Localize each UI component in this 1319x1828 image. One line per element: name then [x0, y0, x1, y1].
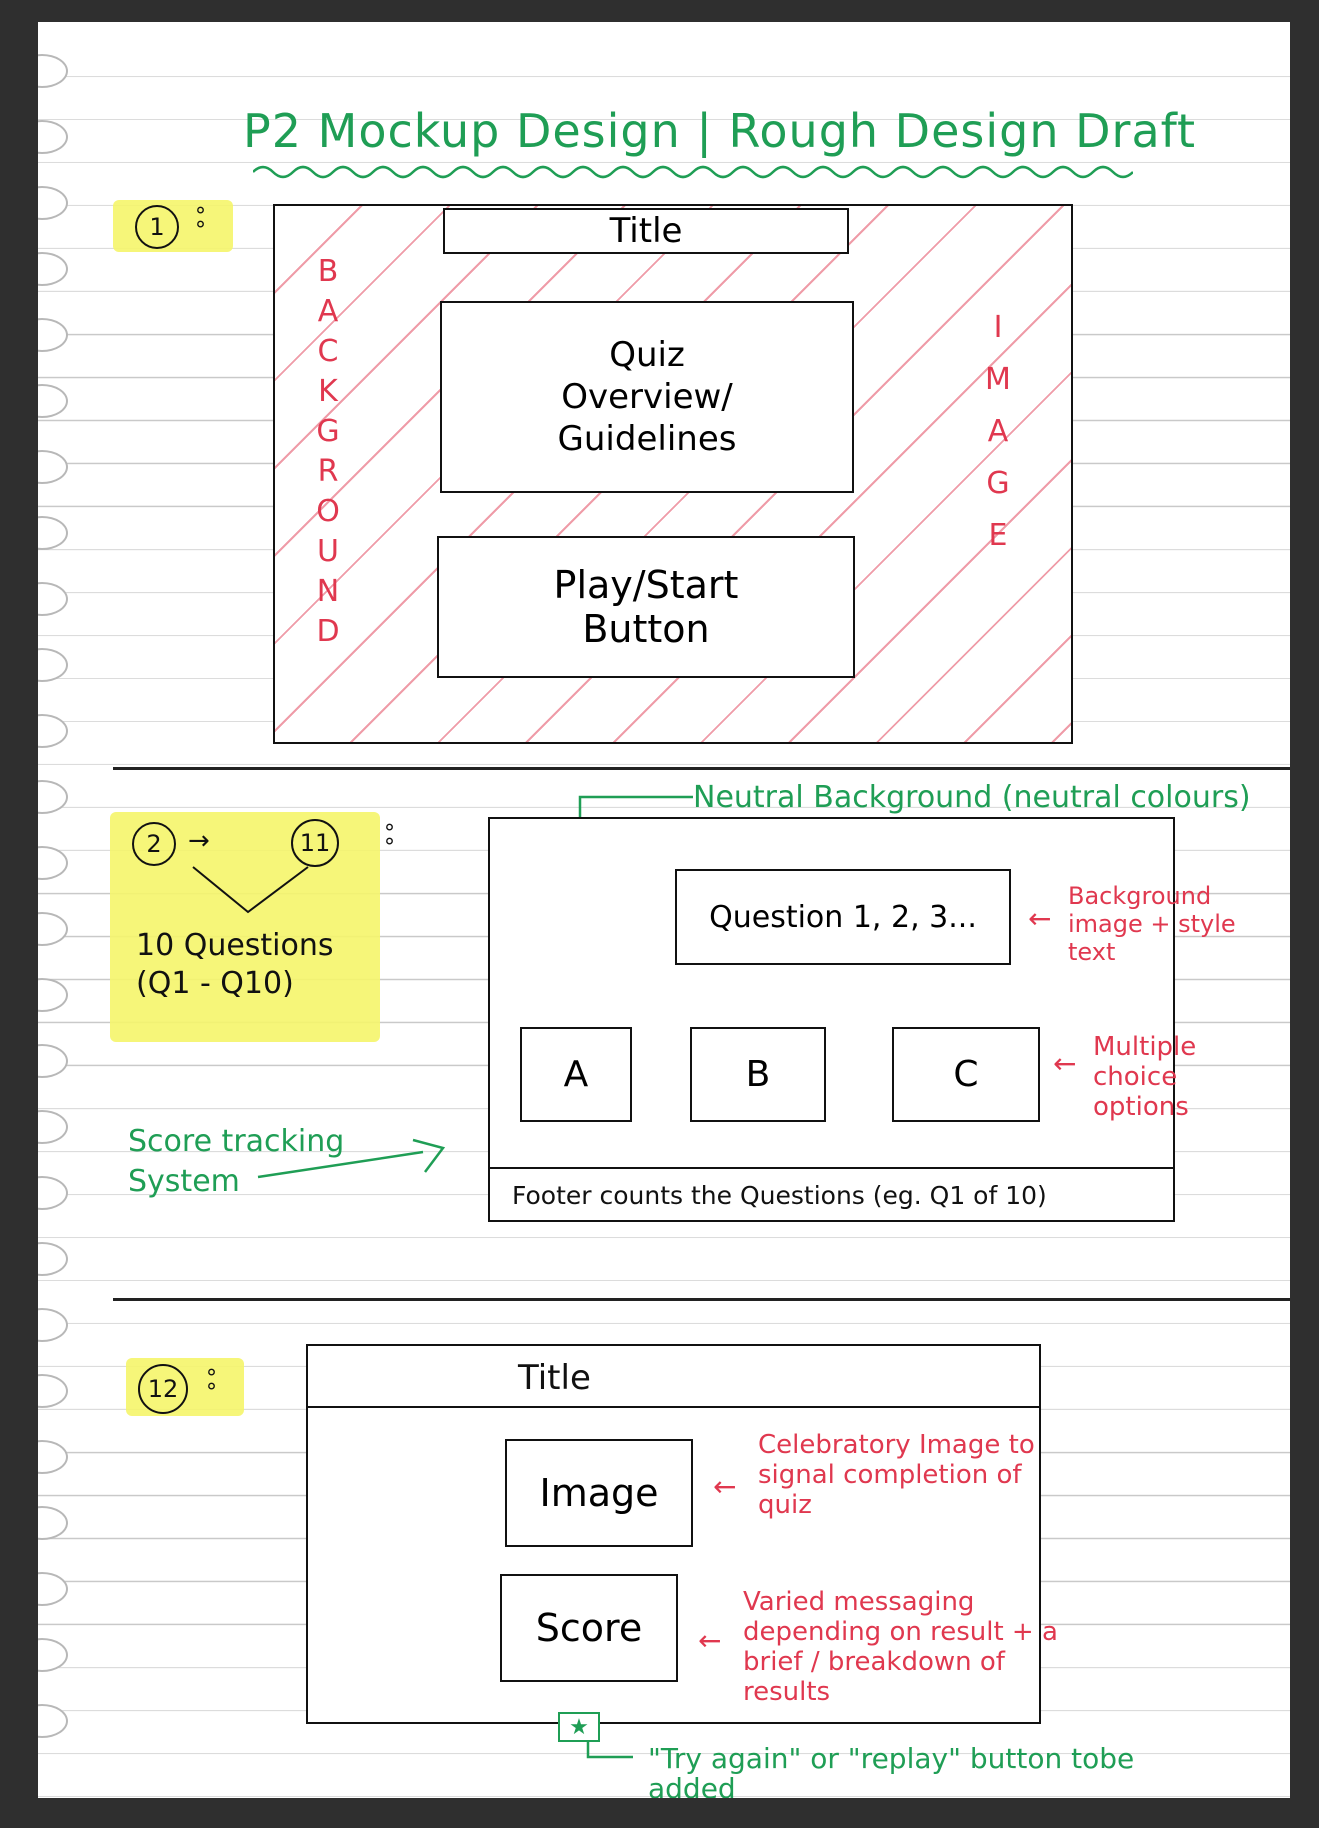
background-letter: B: [317, 254, 339, 289]
image-letter: A: [987, 414, 1009, 449]
image-letter: E: [988, 518, 1008, 553]
binder-hole: [38, 912, 68, 946]
screen1-frame: Title Quiz Overview/ Guidelines Play/Sta…: [273, 204, 1073, 744]
image-note: Celebratory Image to signal completion o…: [758, 1430, 1035, 1520]
binder-hole: [38, 186, 68, 220]
section-number-circle: 1: [135, 205, 179, 249]
binder-hole: [38, 54, 68, 88]
background-letter: O: [316, 494, 340, 529]
binder-hole: [38, 648, 68, 682]
binder-hole: [38, 252, 68, 286]
binder-hole: [38, 1440, 68, 1474]
colon-dots-icon: °°: [195, 204, 206, 243]
background-letter: G: [316, 414, 340, 449]
binder-hole: [38, 1110, 68, 1144]
title-box: Title: [443, 208, 849, 254]
binder-hole: [38, 1506, 68, 1540]
neutral-background-note: Neutral Background (neutral colours): [693, 780, 1251, 815]
binder-hole: [38, 582, 68, 616]
screen2-frame: Question 1, 2, 3... A B C Footer counts …: [488, 817, 1175, 1222]
question-box: Question 1, 2, 3...: [675, 869, 1011, 965]
bracket-lines: [192, 866, 309, 914]
binder-hole: [38, 714, 68, 748]
question-note: Background image + style text: [1068, 882, 1236, 966]
button-pointer: [586, 1742, 633, 1759]
option-b-box: B: [690, 1027, 826, 1122]
binder-hole: [38, 1242, 68, 1276]
score-arrow: [257, 1138, 446, 1179]
binder-hole: [38, 1704, 68, 1738]
options-note: Multiple choice options: [1093, 1032, 1197, 1122]
title-text: Title: [518, 1358, 591, 1398]
binder-hole: [38, 516, 68, 550]
play-start-button-box: Play/Start Button: [437, 536, 855, 678]
footer-divider: [490, 1167, 1173, 1169]
page-heading: P2 Mockup Design | Rough Design Draft: [243, 104, 1197, 158]
score-note: Varied messaging depending on result + a…: [743, 1587, 1058, 1707]
arrow-left-icon: ←: [1028, 902, 1052, 935]
notebook-page: P2 Mockup Design | Rough Design Draft 1 …: [38, 22, 1290, 1798]
arrow-left-icon: ←: [713, 1470, 737, 1503]
star-icon: ★: [558, 1712, 600, 1742]
arrow-left-icon: ←: [1053, 1047, 1077, 1080]
binder-hole: [38, 1176, 68, 1210]
binder-hole: [38, 120, 68, 154]
binder-holes: [38, 22, 98, 1798]
section-divider: [113, 1298, 1290, 1301]
image-letter: G: [986, 466, 1010, 501]
section-divider: [113, 767, 1290, 770]
questions-note: 10 Questions (Q1 - Q10): [136, 928, 334, 1001]
background-letter: D: [316, 614, 340, 649]
image-letter: I: [993, 310, 1003, 345]
arrow-right-icon: →: [188, 826, 210, 856]
image-label: I M A G E: [978, 302, 1018, 562]
background-letter: R: [317, 454, 339, 489]
section-number-circle: 11: [291, 819, 339, 867]
colon-dots-icon: °°: [206, 1366, 217, 1405]
image-box: Image: [505, 1439, 693, 1547]
binder-hole: [38, 318, 68, 352]
binder-hole: [38, 780, 68, 814]
binder-hole: [38, 1638, 68, 1672]
background-letter: A: [317, 294, 339, 329]
background-letter: C: [317, 334, 339, 369]
binder-hole: [38, 978, 68, 1012]
binder-hole: [38, 846, 68, 880]
binder-hole: [38, 384, 68, 418]
footer-text: Footer counts the Questions (eg. Q1 of 1…: [512, 1181, 1047, 1210]
binder-hole: [38, 1044, 68, 1078]
arrow-left-icon: ←: [698, 1624, 722, 1657]
score-tracking-note: Score tracking System: [128, 1124, 345, 1199]
binder-hole: [38, 1374, 68, 1408]
screen3-frame: Title Image Score: [306, 1344, 1041, 1724]
quiz-overview-box: Quiz Overview/ Guidelines: [440, 301, 854, 493]
section-number-circle: 2: [132, 822, 176, 866]
background-letter: K: [318, 374, 338, 409]
binder-hole: [38, 1308, 68, 1342]
heading-underline: [253, 165, 1133, 179]
binder-hole: [38, 450, 68, 484]
button-note: "Try again" or "replay" button tobe adde…: [648, 1742, 1135, 1799]
option-a-box: A: [520, 1027, 632, 1122]
section-number-circle: 12: [138, 1364, 188, 1414]
colon-dots-icon: °°: [384, 821, 395, 860]
background-label: B A C K G R O U N D: [308, 252, 348, 652]
background-letter: N: [316, 574, 340, 609]
image-letter: M: [985, 362, 1011, 397]
option-c-box: C: [892, 1027, 1040, 1122]
score-box: Score: [500, 1574, 678, 1682]
background-letter: U: [317, 534, 339, 569]
binder-hole: [38, 1572, 68, 1606]
title-divider: [308, 1406, 1039, 1408]
